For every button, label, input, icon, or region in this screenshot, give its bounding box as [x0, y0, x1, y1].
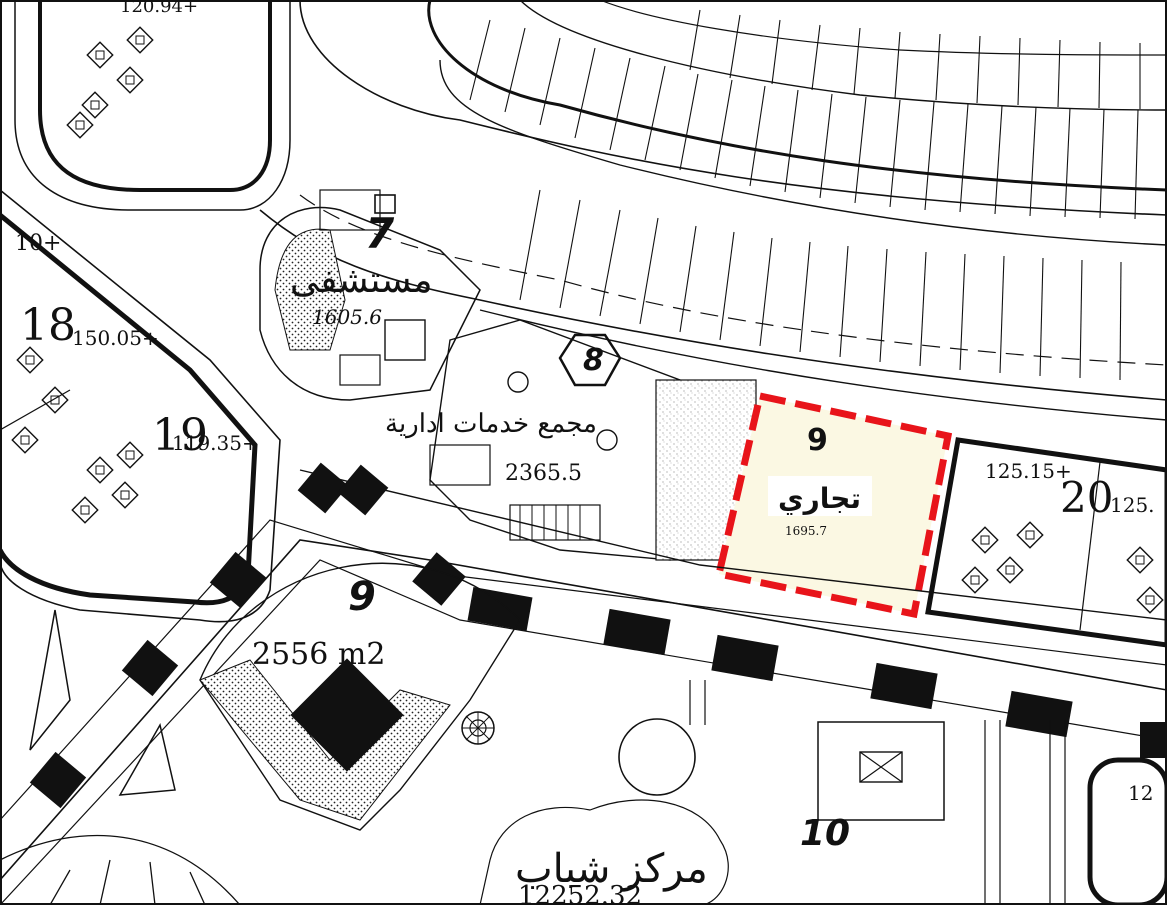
top-left-area-label: 120.94+ [120, 0, 198, 17]
left-edge-number-label: 10+ [15, 231, 61, 256]
block-18-label: 18 [20, 300, 76, 351]
plot-7-area-label: 1605.6 [312, 305, 382, 329]
residential-strip-top [259, 0, 1167, 421]
plot-9b-number: 9 [348, 574, 376, 620]
plot-9-area-label: 1695.7 [785, 524, 827, 538]
plot-9-number: 9 [807, 423, 828, 458]
block-18-area-label: 150.05+ [72, 326, 159, 350]
bottom-left-curve [0, 834, 241, 905]
plot-10-number: 10 [800, 813, 850, 854]
plot-7-number: 7 [365, 209, 395, 258]
plot-9-use-background [768, 476, 872, 516]
plot-7-use-label: مستشفى [290, 260, 433, 301]
top-left-block [14, 0, 291, 211]
block-20-label: 20 [1060, 473, 1113, 522]
plot-8-area-label: 2365.5 [505, 461, 582, 486]
main-road [0, 469, 1167, 905]
plot-9-use-label: تجاري [778, 482, 861, 515]
block-20-area-right-label: 125. [1110, 493, 1155, 517]
youth-center-label: مركز شباب [515, 846, 708, 892]
youth-center-area-label: 12252.32 [518, 881, 642, 905]
right-block-area-label: 12 [1128, 781, 1153, 805]
block-20-area-left-label: 125.15+ [985, 459, 1072, 483]
plot-8-number: 8 [583, 343, 604, 378]
plot-8-use-label: مجمع خدمات ادارية [385, 409, 597, 439]
hospital-plot-7 [259, 189, 481, 401]
block-19-area-label: 119.35+ [172, 431, 259, 455]
youth-center [479, 680, 1167, 905]
right-block-20 [925, 437, 1167, 648]
plot-2556 [29, 562, 521, 831]
plot-9b-area-label: 2556 m2 [252, 637, 385, 672]
block-19-label: 19 [152, 410, 208, 461]
road-markers [29, 462, 1167, 809]
lot-dividers [469, 9, 1141, 381]
